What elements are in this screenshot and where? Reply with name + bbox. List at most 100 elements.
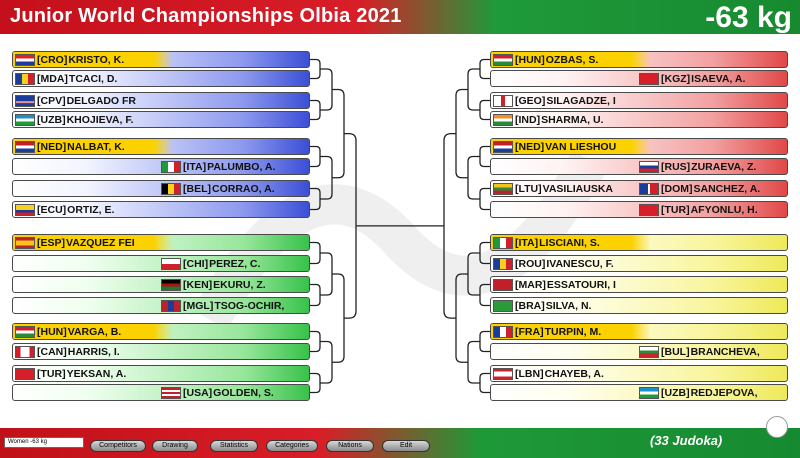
competitor-name: ISAEVA, A. — [691, 73, 746, 85]
bracket-connector — [467, 155, 480, 200]
lbn-flag-icon — [493, 368, 513, 380]
competitor-row[interactable]: [MAR]ESSATOURI, I — [490, 276, 788, 293]
competitor-name: ZURAEVA, Z. — [691, 161, 757, 173]
competitor-name: PALUMBO, A. — [207, 161, 276, 173]
competitor-row[interactable]: [CAN]HARRIS, I. — [12, 343, 310, 360]
competitor-entry[interactable]: [NED]NALBAT, K. — [15, 140, 125, 154]
competitor-entry[interactable]: [CHI]PEREZ, C. — [161, 257, 260, 271]
competitor-entry[interactable]: [GEO]SILAGADZE, I — [493, 94, 616, 108]
nation-code: [DOM] — [661, 183, 693, 195]
competitor-row[interactable]: [BEL]CORRAO, A. — [12, 180, 310, 197]
competitor-entry[interactable]: [LTU]VASILIAUSKA — [493, 182, 613, 196]
competitor-entry[interactable]: [HUN]OZBAS, S. — [493, 53, 598, 67]
competitor-row[interactable]: [KGZ]ISAEVA, A. — [490, 70, 788, 87]
competitor-row[interactable]: [ESP]VAZQUEZ FEI — [12, 234, 310, 251]
competitor-row[interactable]: [ITA]PALUMBO, A. — [12, 158, 310, 175]
competitor-row[interactable]: [ROU]IVANESCU, F. — [490, 255, 788, 272]
competitor-row[interactable]: [GEO]SILAGADZE, I — [490, 92, 788, 109]
competitor-row[interactable]: [ITA]LISCIANI, S. — [490, 234, 788, 251]
bul-flag-icon — [639, 346, 659, 358]
competitor-entry[interactable]: [TUR]AFYONLU, H. — [639, 203, 758, 217]
nation-code: [NED] — [515, 141, 545, 153]
competitor-entry[interactable]: [DOM]SANCHEZ, A. — [639, 182, 760, 196]
competitor-entry[interactable]: [LBN]CHAYEB, A. — [493, 367, 604, 381]
competitor-row[interactable]: [UZB]REDJEPOVA, — [490, 384, 788, 401]
competitor-entry[interactable]: [ECU]ORTIZ, E. — [15, 203, 114, 217]
category-select[interactable]: Women -63 kg — [4, 437, 84, 448]
nation-code: [BRA] — [515, 300, 545, 312]
competitor-row[interactable]: [USA]GOLDEN, S. — [12, 384, 310, 401]
nation-code: [ITA] — [515, 237, 539, 249]
competitor-row[interactable]: [TUR]AFYONLU, H. — [490, 201, 788, 218]
competitor-row[interactable]: [UZB]KHOJIEVA, F. — [12, 111, 310, 128]
competitor-entry[interactable]: [MGL]TSOG-OCHIR, — [161, 299, 284, 313]
competitor-row[interactable]: [BUL]BRANCHEVA, — [490, 343, 788, 360]
competitor-entry[interactable]: [ITA]PALUMBO, A. — [161, 160, 275, 174]
competitor-entry[interactable]: [MDA]TCACI, D. — [15, 72, 117, 86]
competitor-entry[interactable]: [NED]VAN LIESHOU — [493, 140, 616, 154]
competitor-row[interactable]: [HUN]OZBAS, S. — [490, 51, 788, 68]
competitor-entry[interactable]: [BRA]SILVA, N. — [493, 299, 591, 313]
competitor-row[interactable]: [IND]SHARMA, U. — [490, 111, 788, 128]
bracket-connector — [332, 273, 345, 363]
competitor-row[interactable]: [HUN]VARGA, B. — [12, 323, 310, 340]
competitor-entry[interactable]: [BUL]BRANCHEVA, — [639, 345, 760, 359]
competitor-entry[interactable]: [UZB]KHOJIEVA, F. — [15, 113, 133, 127]
statistics-button[interactable]: Statistics — [210, 440, 258, 452]
competitor-name: TSOG-OCHIR, — [214, 300, 285, 312]
competitor-name: SILVA, N. — [545, 300, 592, 312]
competitor-entry[interactable]: [CAN]HARRIS, I. — [15, 345, 120, 359]
nation-code: [BEL] — [183, 183, 211, 195]
chi-flag-icon — [161, 258, 181, 270]
competitor-entry[interactable]: [IND]SHARMA, U. — [493, 113, 604, 127]
nation-code: [BUL] — [661, 346, 690, 358]
competitor-row[interactable]: [CHI]PEREZ, C. — [12, 255, 310, 272]
nation-code: [ECU] — [37, 204, 67, 216]
competitor-entry[interactable]: [MAR]ESSATOURI, I — [493, 278, 616, 292]
uzb-flag-icon — [639, 387, 659, 399]
categories-button[interactable]: Categories — [266, 440, 318, 452]
competitor-row[interactable]: [ECU]ORTIZ, E. — [12, 201, 310, 218]
competitor-row[interactable]: [NED]VAN LIESHOU — [490, 138, 788, 155]
competitor-row[interactable]: [FRA]TURPIN, M. — [490, 323, 788, 340]
competitor-row[interactable]: [LBN]CHAYEB, A. — [490, 365, 788, 382]
competitor-row[interactable]: [NED]NALBAT, K. — [12, 138, 310, 155]
competitor-entry[interactable]: [USA]GOLDEN, S. — [161, 386, 274, 400]
competitor-row[interactable]: [MGL]TSOG-OCHIR, — [12, 297, 310, 314]
competitors-button[interactable]: Competitors — [90, 440, 146, 452]
competitor-row[interactable]: [LTU]VASILIAUSKA [DOM]SANCHEZ, A. — [490, 180, 788, 197]
competitor-entry[interactable]: [ITA]LISCIANI, S. — [493, 236, 600, 250]
competitor-entry[interactable]: [RUS]ZURAEVA, Z. — [639, 160, 756, 174]
dom-flag-icon — [639, 183, 659, 195]
competitor-row[interactable]: [CPV]DELGADO FR — [12, 92, 310, 109]
competitor-row[interactable]: [KEN]EKURU, Z. — [12, 276, 310, 293]
competitor-entry[interactable]: [UZB]REDJEPOVA, — [639, 386, 758, 400]
bracket-connector — [479, 187, 490, 211]
nation-code: [UZB] — [37, 114, 66, 126]
competitor-row[interactable]: [TUR]YEKSAN, A. — [12, 365, 310, 382]
competitor-entry[interactable]: [ESP]VAZQUEZ FEI — [15, 236, 135, 250]
edit-button[interactable]: Edit — [382, 440, 430, 452]
competitor-name: KHOJIEVA, F. — [66, 114, 134, 126]
nation-code: [CAN] — [37, 346, 67, 358]
nation-code: [CPV] — [37, 95, 66, 107]
nations-button[interactable]: Nations — [326, 440, 374, 452]
competitor-entry[interactable]: [ROU]IVANESCU, F. — [493, 257, 614, 271]
competitor-row[interactable]: [RUS]ZURAEVA, Z. — [490, 158, 788, 175]
competitor-entry[interactable]: [KEN]EKURU, Z. — [161, 278, 266, 292]
uzb-flag-icon — [15, 114, 35, 126]
competitor-entry[interactable]: [CRO]KRISTO, K. — [15, 53, 124, 67]
competitor-name: CORRAO, A. — [212, 183, 275, 195]
competitor-row[interactable]: [CRO]KRISTO, K. — [12, 51, 310, 68]
competitor-entry[interactable]: [TUR]YEKSAN, A. — [15, 367, 126, 381]
competitor-entry[interactable]: [CPV]DELGADO FR — [15, 94, 136, 108]
competitor-row[interactable]: [MDA]TCACI, D. — [12, 70, 310, 87]
competitor-entry[interactable]: [BEL]CORRAO, A. — [161, 182, 275, 196]
ita-flag-icon — [161, 161, 181, 173]
competitor-entry[interactable]: [FRA]TURPIN, M. — [493, 325, 601, 339]
competitor-row[interactable]: [BRA]SILVA, N. — [490, 297, 788, 314]
competitor-entry[interactable]: [HUN]VARGA, B. — [15, 325, 121, 339]
competitor-entry[interactable]: [KGZ]ISAEVA, A. — [639, 72, 745, 86]
drawing-button[interactable]: Drawing — [152, 440, 198, 452]
nation-code: [KGZ] — [661, 73, 691, 85]
